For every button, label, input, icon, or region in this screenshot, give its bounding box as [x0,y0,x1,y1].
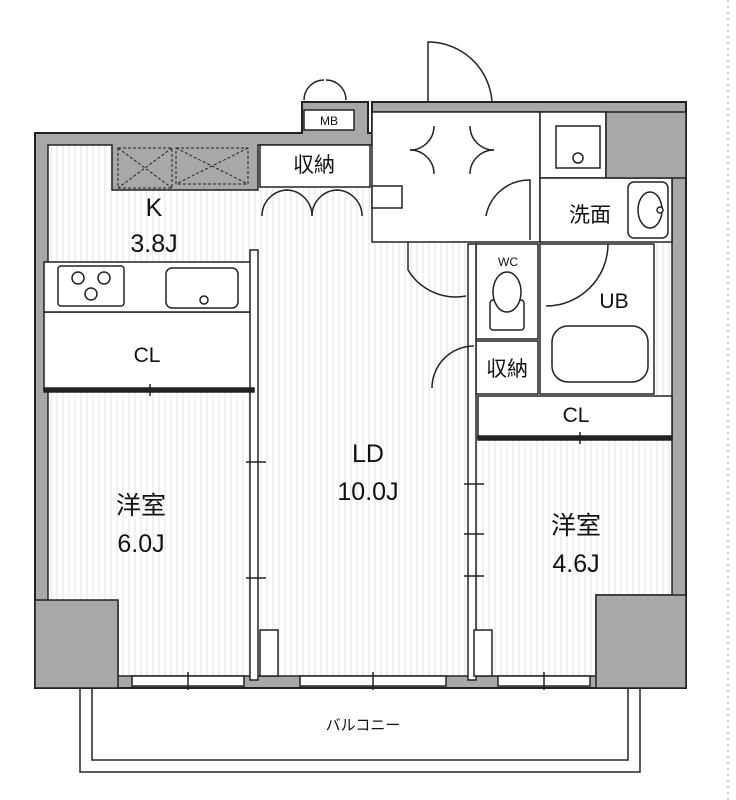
kitchen-name-label: K [146,194,163,222]
western-left-name-label: 洋室 [116,492,166,520]
door-swings [261,41,609,389]
corner-columns [34,111,687,689]
washroom-label: 洗面 [569,204,611,227]
sliding-door-marks [149,384,581,579]
ld-size-label: 10.0J [337,478,398,506]
bathtub [551,325,649,383]
meter-box-label: MB [320,114,338,128]
balcony-windows [131,672,591,690]
closet-right-label: CL [563,404,590,427]
balcony [79,688,641,773]
interior-floor [43,111,673,677]
western-left-size-label: 6.0J [117,530,164,558]
storage-top-label: 収納 [293,154,335,177]
pipe-shaft [371,185,403,209]
closet-left-label: CL [134,344,161,367]
ld-name-label: LD [352,440,384,468]
wash-basin [627,181,669,239]
unit-bath-label: UB [599,290,628,313]
western-right-size-label: 4.6J [552,550,599,578]
balcony-label: バルコニー [326,717,401,734]
washer-pan [555,125,601,169]
kitchen-size-label: 3.8J [130,230,177,258]
storage-mid-label: 収納 [486,358,528,381]
partition-walls [43,243,673,681]
toilet-label: WC [498,255,518,269]
meter-box [303,109,355,131]
upper-cabinets [117,147,249,189]
western-right-name-label: 洋室 [551,512,601,540]
toilet-fixture [489,271,525,331]
kitchen-counter [57,265,239,309]
